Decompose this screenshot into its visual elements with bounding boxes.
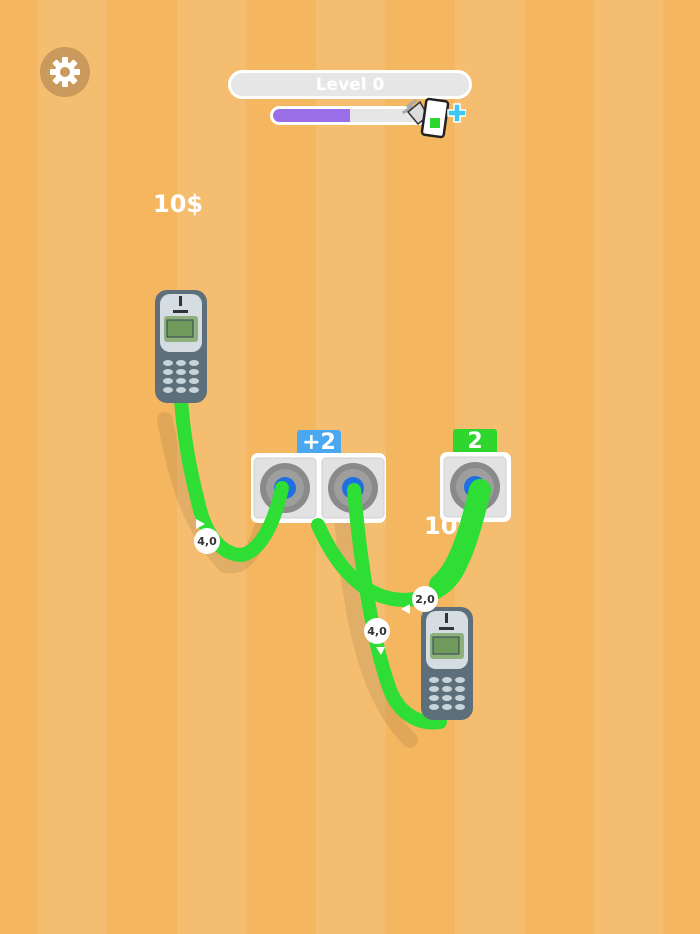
level-progress-bar [270,106,430,125]
socket-single-badge: 2 [453,429,497,454]
progress-fill [273,109,350,122]
money-label: 10$ [153,190,204,218]
cable [347,483,447,730]
socket-group-badge: +2 [297,430,341,455]
cable-label: 2,0 [412,586,438,612]
plug-phone-plus-icon [401,97,466,139]
level-label: Level 0 [228,70,472,99]
settings-button[interactable] [40,47,90,97]
gear-icon [50,57,80,87]
phone-1[interactable] [154,289,208,404]
cable-label: 4,0 [194,528,220,554]
cable-label: 4,0 [364,618,390,644]
phone-2[interactable] [420,606,474,721]
